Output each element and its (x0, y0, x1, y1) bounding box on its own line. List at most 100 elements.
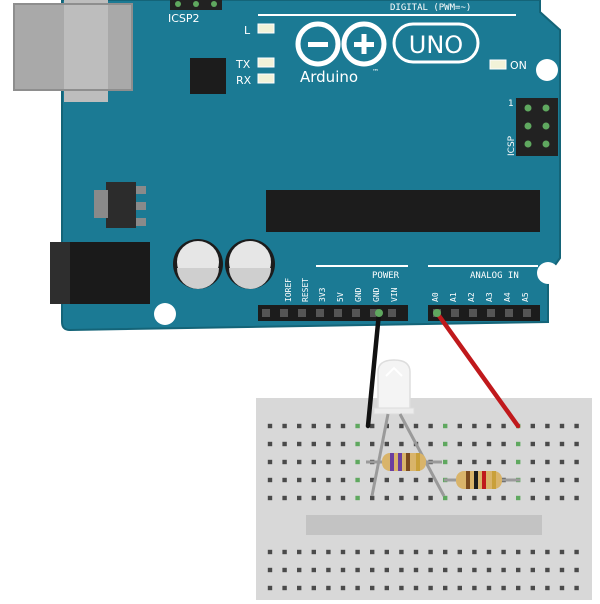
breadboard-hole (486, 567, 492, 573)
breadboard-hole (370, 477, 375, 483)
breadboard-hole (443, 549, 448, 555)
digital-header-line (258, 14, 516, 16)
breadboard-hole (399, 477, 404, 483)
breadboard-hole (355, 459, 360, 465)
breadboard-hole (267, 567, 273, 573)
breadboard-hole (428, 549, 433, 555)
breadboard-hole (340, 549, 346, 555)
breadboard-hole (501, 585, 506, 591)
breadboard-hole (311, 549, 316, 555)
header-socket (370, 309, 378, 317)
breadboard-hole (413, 567, 419, 573)
breadboard-hole (297, 423, 302, 429)
pin-label-gnd: GND (354, 287, 363, 302)
header-socket (298, 309, 306, 317)
breadboard-hole (340, 477, 346, 483)
breadboard-hole (574, 423, 579, 429)
pin-label-reset: RESET (301, 278, 310, 302)
breadboard-hole (574, 441, 579, 447)
power-header (258, 305, 408, 321)
arduino-board: ICSP2 DIGITAL (PWM=~) L TX RX Arduino ™ … (13, 0, 561, 332)
pin-label-gnd-2: GND (372, 287, 381, 302)
breadboard-hole (297, 441, 302, 447)
breadboard-hole (297, 567, 302, 573)
logo-trademark: ™ (372, 68, 379, 76)
logo-text: Arduino (300, 68, 358, 86)
breadboard-hole (370, 495, 375, 501)
breadboard-hole (574, 567, 579, 573)
breadboard-hole (326, 495, 331, 501)
icsp-label: ICSP (507, 135, 517, 156)
breadboard-hole (516, 495, 521, 501)
breadboard-hole (486, 423, 492, 429)
breadboard-hole (267, 477, 273, 483)
microcontroller-chip (266, 190, 540, 232)
led-l-label: L (244, 24, 251, 37)
breadboard-hole (282, 495, 287, 501)
pin-label-3v3: 3V3 (318, 287, 327, 302)
breadboard-hole (501, 495, 506, 501)
breadboard-hole (443, 459, 448, 465)
breadboard-hole (355, 495, 360, 501)
breadboard-hole (472, 423, 477, 429)
breadboard-hole (559, 459, 565, 465)
breadboard-hole (340, 585, 346, 591)
pin-label-a0: A0 (431, 292, 440, 302)
breadboard-hole (545, 549, 550, 555)
breadboard-hole (545, 441, 550, 447)
breadboard-hole (559, 423, 565, 429)
breadboard-hole (413, 495, 419, 501)
breadboard-hole (457, 585, 462, 591)
breadboard-hole (530, 549, 535, 555)
breadboard-hole (428, 567, 433, 573)
header-socket (262, 309, 270, 317)
breadboard-hole (340, 567, 346, 573)
breadboard-hole (340, 441, 346, 447)
analog-header-line (428, 265, 538, 267)
breadboard-hole (545, 567, 550, 573)
breadboard-hole (326, 423, 331, 429)
breadboard-hole (384, 477, 389, 483)
breadboard-hole (413, 423, 419, 429)
breadboard-hole (443, 423, 448, 429)
dc-power-jack (50, 242, 150, 304)
breadboard-hole (355, 549, 360, 555)
breadboard-hole (413, 477, 419, 483)
breadboard-hole (282, 585, 287, 591)
breadboard-hole (340, 495, 346, 501)
breadboard-hole (282, 423, 287, 429)
wire-gnd-end (375, 309, 383, 317)
pin-label-a2: A2 (467, 292, 476, 302)
breadboard-hole (501, 549, 506, 555)
breadboard-hole (559, 549, 565, 555)
capacitor (225, 239, 275, 289)
breadboard-hole (311, 441, 316, 447)
header-socket (487, 309, 495, 317)
breadboard-hole (472, 585, 477, 591)
pin-label-vin: VIN (390, 287, 399, 302)
usb-connector (13, 0, 133, 102)
breadboard-hole (428, 423, 433, 429)
breadboard-hole (545, 459, 550, 465)
led-on (489, 59, 507, 70)
breadboard-hole (355, 567, 360, 573)
breadboard-hole (545, 585, 550, 591)
breadboard-hole (516, 441, 521, 447)
breadboard-hole (559, 495, 565, 501)
breadboard-hole (443, 441, 448, 447)
breadboard-hole (559, 567, 565, 573)
breadboard-hole (326, 585, 331, 591)
breadboard-hole (574, 477, 579, 483)
digital-header-label: DIGITAL (PWM=~) (390, 3, 471, 13)
breadboard-hole (457, 567, 462, 573)
breadboard-hole (428, 585, 433, 591)
breadboard-hole (384, 549, 389, 555)
breadboard-hole (574, 459, 579, 465)
breadboard-channel (306, 515, 542, 535)
rx-label: RX (236, 74, 252, 87)
breadboard-hole (355, 477, 360, 483)
breadboard-hole (559, 441, 565, 447)
pin-label-a1: A1 (449, 292, 458, 302)
breadboard-hole (326, 459, 331, 465)
